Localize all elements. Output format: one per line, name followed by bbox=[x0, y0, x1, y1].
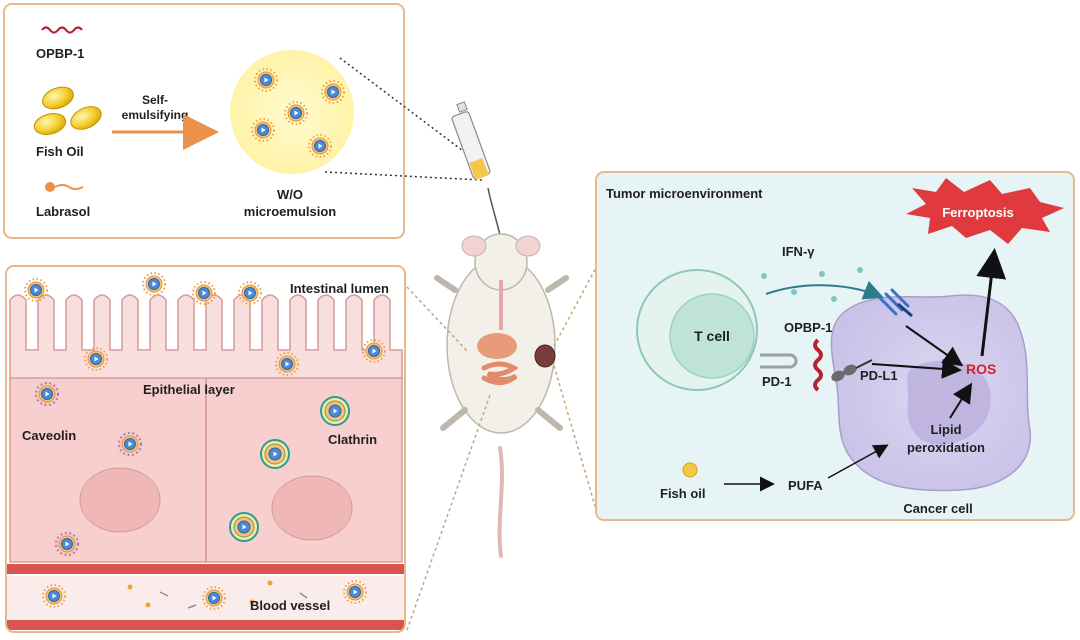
mouse-intestine bbox=[481, 361, 519, 385]
cancer-cell-nucleus bbox=[907, 360, 991, 446]
pufa-label: PUFA bbox=[788, 478, 823, 493]
lipid-to-ros-arrow bbox=[949, 382, 973, 419]
ros-label: ROS bbox=[966, 361, 996, 377]
caveolin-nanoparticle bbox=[33, 380, 61, 408]
t-cell-nucleus bbox=[669, 293, 755, 379]
t-cell-label: T cell bbox=[694, 328, 730, 344]
fish-oil-label: Fish Oil bbox=[36, 144, 84, 159]
zoom-line bbox=[324, 171, 483, 181]
zoom-line bbox=[406, 286, 469, 353]
opbp1-label: OPBP-1 bbox=[36, 46, 84, 61]
preparation-panel: OPBP-1 Fish Oil Labrasol Self- emulsifyi… bbox=[3, 3, 483, 239]
pd1-label: PD-1 bbox=[762, 374, 792, 389]
pd1-receptor-icon bbox=[760, 353, 798, 369]
ifn-gamma-molecule bbox=[857, 267, 863, 273]
self-emulsifying-label-line1: Self- bbox=[142, 93, 168, 107]
intestine-panel-border bbox=[5, 265, 406, 633]
opbp1-tumor-label: OPBP-1 bbox=[784, 320, 832, 335]
fish-oil-tumor-label: Fish oil bbox=[660, 486, 706, 501]
ifn-gamma-receptor-icon bbox=[878, 288, 913, 318]
fish-oil-capsule-icon bbox=[33, 86, 102, 136]
ifn-gamma-molecule bbox=[791, 289, 797, 295]
oral-gavage-syringe-icon bbox=[451, 101, 502, 241]
pufa-to-lipid-arrow bbox=[827, 444, 889, 479]
caveolin-nanoparticle bbox=[53, 530, 81, 558]
fish-oil-droplet-icon bbox=[682, 462, 698, 478]
ferroptosis-burst bbox=[906, 178, 1064, 244]
labrasol-label: Labrasol bbox=[36, 204, 90, 219]
cell-nucleus bbox=[271, 475, 353, 541]
ferroptosis-label: Ferroptosis bbox=[942, 205, 1014, 220]
clathrin-nanoparticle bbox=[320, 396, 350, 426]
pdl1-to-ros-arrow bbox=[871, 358, 962, 379]
ifn-gamma-molecule bbox=[831, 296, 837, 302]
wo-label-line1: W/O bbox=[277, 187, 303, 202]
lipid-peroxidation-label-line2: peroxidation bbox=[907, 440, 985, 455]
labrasol-molecule-icon bbox=[45, 182, 84, 192]
cancer-cell-label: Cancer cell bbox=[903, 501, 972, 516]
blood-vessel-label: Blood vessel bbox=[250, 598, 330, 613]
vessel-wall-top bbox=[6, 564, 405, 574]
opbp1-peptide-icon bbox=[813, 338, 823, 392]
ifn-gamma-arrow bbox=[765, 280, 884, 300]
tumor-panel-title: Tumor microenvironment bbox=[606, 186, 763, 201]
zoom-line bbox=[553, 365, 599, 517]
caveolin-nanoparticle bbox=[116, 430, 144, 458]
ifn-gamma-label: IFN-γ bbox=[782, 244, 815, 259]
lipid-peroxidation-label-line1: Lipid bbox=[930, 422, 961, 437]
vessel-wall-bottom bbox=[6, 620, 405, 630]
ifn-gamma-molecule bbox=[761, 273, 767, 279]
wo-label-line2: microemulsion bbox=[244, 204, 337, 219]
clathrin-nanoparticle bbox=[229, 512, 259, 542]
tumor-icon bbox=[534, 344, 556, 368]
caveolin-label: Caveolin bbox=[22, 428, 76, 443]
ros-to-ferroptosis-arrow bbox=[976, 248, 1007, 357]
ifn-gamma-molecule bbox=[819, 271, 825, 277]
mouse-illustration bbox=[434, 233, 569, 558]
zoom-line bbox=[553, 263, 599, 347]
zoom-line bbox=[339, 57, 476, 161]
opbp1-peptide-icon bbox=[41, 26, 83, 34]
cell-nucleus bbox=[79, 467, 161, 533]
zoom-line bbox=[406, 394, 491, 631]
clathrin-nanoparticle bbox=[260, 439, 290, 469]
receptor-to-ros-arrow bbox=[905, 325, 964, 367]
intestine-panel: Intestinal lumen Epithelial layer Caveol… bbox=[5, 265, 406, 633]
intestinal-lumen-label: Intestinal lumen bbox=[290, 281, 389, 296]
epithelial-layer-label: Epithelial layer bbox=[143, 382, 235, 397]
pdl1-label: PD-L1 bbox=[860, 368, 898, 383]
self-emulsifying-label-line2: emulsifying bbox=[122, 108, 189, 122]
pdl1-ligand-icon bbox=[831, 359, 873, 382]
mouse-tail bbox=[497, 446, 504, 558]
tumor-microenvironment-panel: Tumor microenvironment Ferroptosis T cel… bbox=[595, 171, 1075, 521]
clathrin-label: Clathrin bbox=[328, 432, 377, 447]
mouse-stomach bbox=[477, 333, 517, 359]
